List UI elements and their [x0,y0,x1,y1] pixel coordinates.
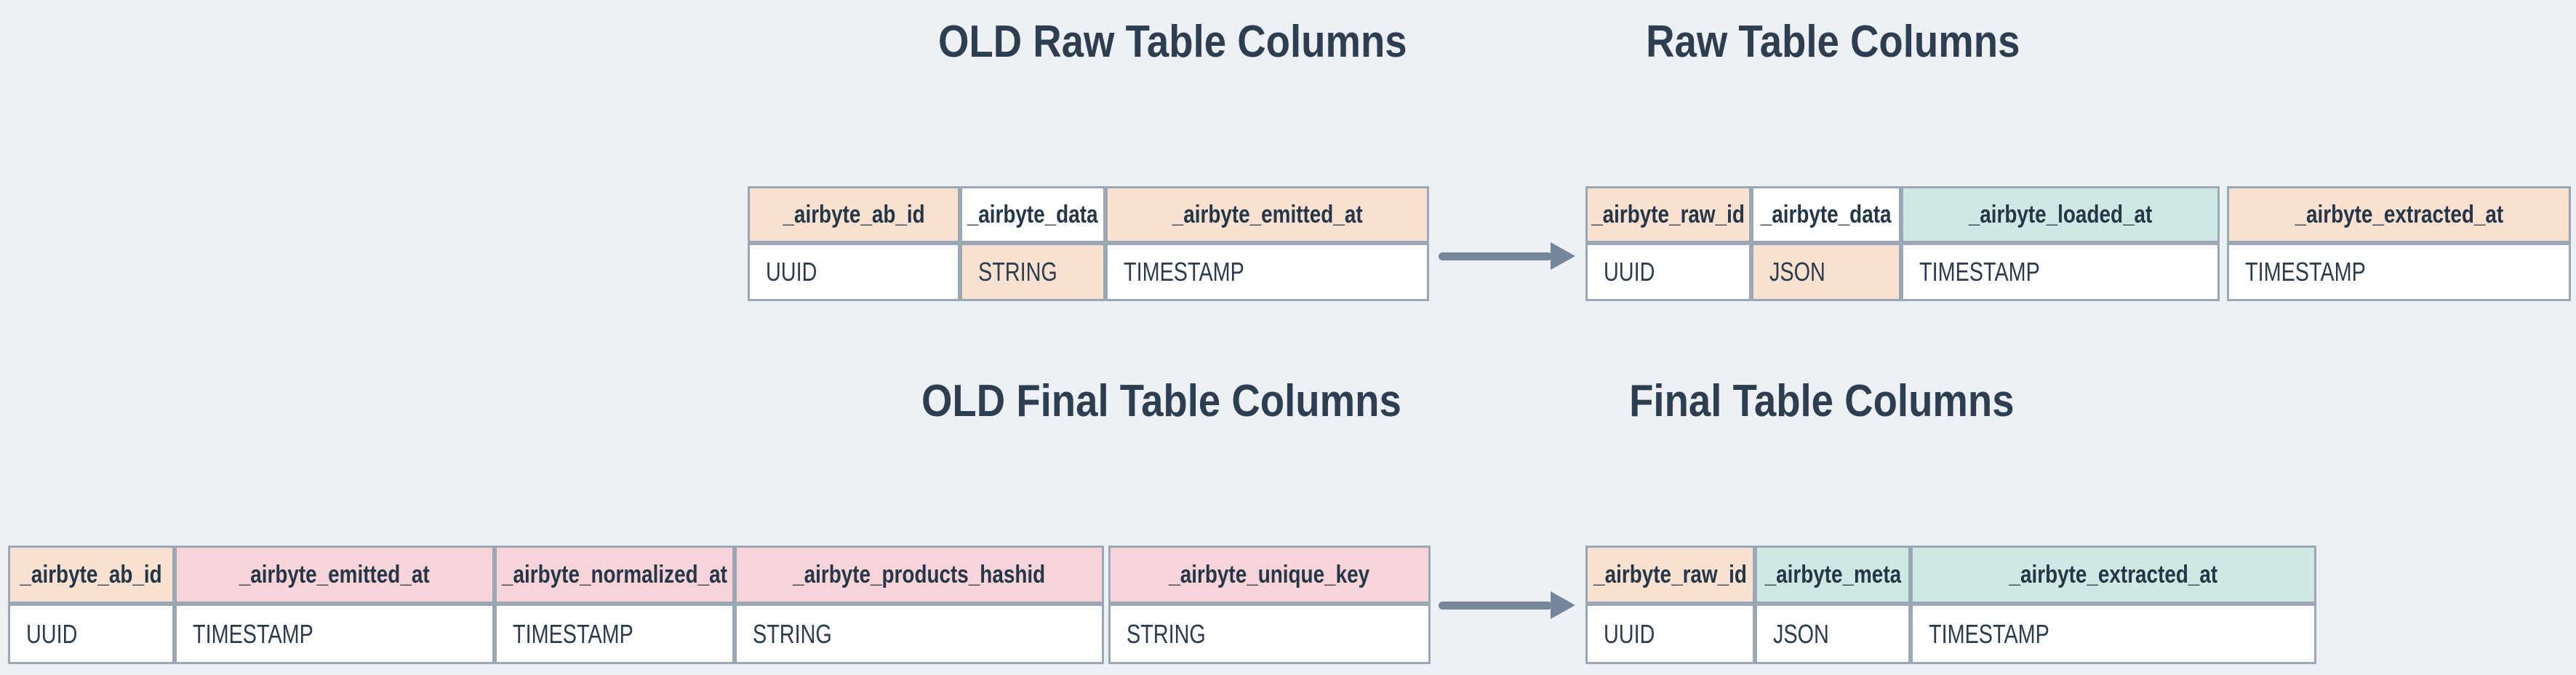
arrow-shaft [1439,252,1552,260]
column-name: _airbyte_extracted_at [2295,200,2503,228]
new-final-table-title-text: Final Table Columns [1629,376,2015,426]
column-type: STRING [978,257,1057,287]
table-column: _airbyte_emitted_at TIMESTAMP [1105,186,1429,301]
column-header-cell: _airbyte_emitted_at [175,546,495,604]
arrow-right-icon [1439,591,1575,619]
column-type-cell: STRING [960,243,1105,301]
arrow-right-icon [1439,242,1575,270]
table-column: _airbyte_loaded_at TIMESTAMP [1901,186,2220,301]
column-name: _airbyte_raw_id [1591,200,1745,228]
table-column: _airbyte_normalized_at TIMESTAMP [495,546,735,664]
column-type-cell: TIMESTAMP [175,604,495,664]
column-type-cell: TIMESTAMP [1105,243,1429,301]
column-type-cell: UUID [1585,604,1755,664]
column-header-cell: _airbyte_normalized_at [495,546,735,604]
column-header-cell: _airbyte_unique_key [1108,546,1431,604]
new-final-table: _airbyte_raw_id UUID _airbyte_meta JSON … [1585,546,2316,664]
column-type-cell: TIMESTAMP [495,604,735,664]
column-type-cell: STRING [1108,604,1431,664]
column-type-cell: UUID [748,243,960,301]
old-raw-table-title: OLD Raw Table Columns [743,16,1601,68]
column-name: _airbyte_meta [1764,560,1901,588]
table-column: _airbyte_raw_id UUID [1585,186,1751,301]
column-name: _airbyte_emitted_at [239,560,430,588]
new-raw-extracted-at-box: _airbyte_extracted_at TIMESTAMP [2227,186,2571,301]
column-header-cell: _airbyte_emitted_at [1105,186,1429,243]
old-final-table: _airbyte_ab_id UUID _airbyte_emitted_at … [8,546,1104,664]
column-type: TIMESTAMP [193,618,313,649]
column-type: UUID [1604,257,1655,287]
column-name: _airbyte_loaded_at [1968,200,2153,228]
column-type: JSON [1773,618,1829,649]
column-type-cell: STRING [735,604,1104,664]
table-column: _airbyte_data JSON [1751,186,1901,301]
column-header-cell: _airbyte_ab_id [748,186,960,243]
column-type-cell: TIMESTAMP [1911,604,2316,664]
column-name: _airbyte_raw_id [1593,560,1747,588]
new-raw-table-title-text: Raw Table Columns [1645,17,2020,67]
column-header-cell: _airbyte_meta [1755,546,1911,604]
column-header-cell: _airbyte_extracted_at [1911,546,2316,604]
column-name: _airbyte_unique_key [1169,560,1370,588]
column-type: UUID [1604,618,1655,649]
column-name: _airbyte_data [967,200,1098,228]
table-column: _airbyte_ab_id UUID [748,186,960,301]
column-type-cell: JSON [1755,604,1911,664]
table-column: _airbyte_raw_id UUID [1585,546,1755,664]
column-name: _airbyte_ab_id [783,200,925,228]
column-name: _airbyte_ab_id [20,560,163,588]
column-type: TIMESTAMP [513,618,633,649]
arrow-head [1551,591,1575,619]
column-type-cell: UUID [1585,243,1751,301]
table-column: _airbyte_unique_key STRING [1108,546,1431,664]
column-header-cell: _airbyte_products_hashid [735,546,1104,604]
old-raw-table-title-text: OLD Raw Table Columns [937,17,1407,67]
column-header-cell: _airbyte_raw_id [1585,186,1751,243]
column-type: STRING [1127,618,1206,649]
column-type: TIMESTAMP [1919,257,2040,287]
column-type: TIMESTAMP [1929,618,2049,649]
old-final-unique-key-box: _airbyte_unique_key STRING [1108,546,1431,664]
column-type: JSON [1769,257,1825,287]
column-type: UUID [26,618,78,649]
column-header-cell: _airbyte_ab_id [8,546,175,604]
column-type: UUID [766,257,817,287]
column-name: _airbyte_extracted_at [2009,560,2218,588]
table-column: _airbyte_ab_id UUID [8,546,175,664]
column-name: _airbyte_emitted_at [1172,200,1363,228]
table-column: _airbyte_extracted_at TIMESTAMP [2227,186,2571,301]
column-header-cell: _airbyte_data [960,186,1105,243]
table-column: _airbyte_meta JSON [1755,546,1911,664]
column-header-cell: _airbyte_extracted_at [2227,186,2571,243]
arrow-shaft [1439,601,1552,610]
new-final-table-title: Final Table Columns [1585,375,2058,428]
old-final-table-title-text: OLD Final Table Columns [921,376,1401,426]
column-type: TIMESTAMP [1124,257,1244,287]
new-raw-table: _airbyte_raw_id UUID _airbyte_data JSON … [1585,186,2220,301]
table-column: _airbyte_extracted_at TIMESTAMP [1911,546,2316,664]
column-name: _airbyte_data [1761,200,1892,228]
column-header-cell: _airbyte_data [1751,186,1901,243]
old-final-table-title: OLD Final Table Columns [727,375,1596,428]
column-type-cell: UUID [8,604,175,664]
column-name: _airbyte_products_hashid [793,560,1046,588]
column-name: _airbyte_normalized_at [502,560,727,588]
column-header-cell: _airbyte_loaded_at [1901,186,2220,243]
table-column: _airbyte_products_hashid STRING [735,546,1104,664]
table-column: _airbyte_emitted_at TIMESTAMP [175,546,495,664]
table-column: _airbyte_data STRING [960,186,1105,301]
column-type: STRING [753,618,832,649]
arrow-head [1551,242,1575,270]
new-raw-table-title: Raw Table Columns [1585,16,2080,68]
old-raw-table: _airbyte_ab_id UUID _airbyte_data STRING… [748,186,1429,301]
column-type-cell: TIMESTAMP [1901,243,2220,301]
column-type: TIMESTAMP [2245,257,2366,287]
column-type-cell: TIMESTAMP [2227,243,2571,301]
column-type-cell: JSON [1751,243,1901,301]
column-header-cell: _airbyte_raw_id [1585,546,1755,604]
